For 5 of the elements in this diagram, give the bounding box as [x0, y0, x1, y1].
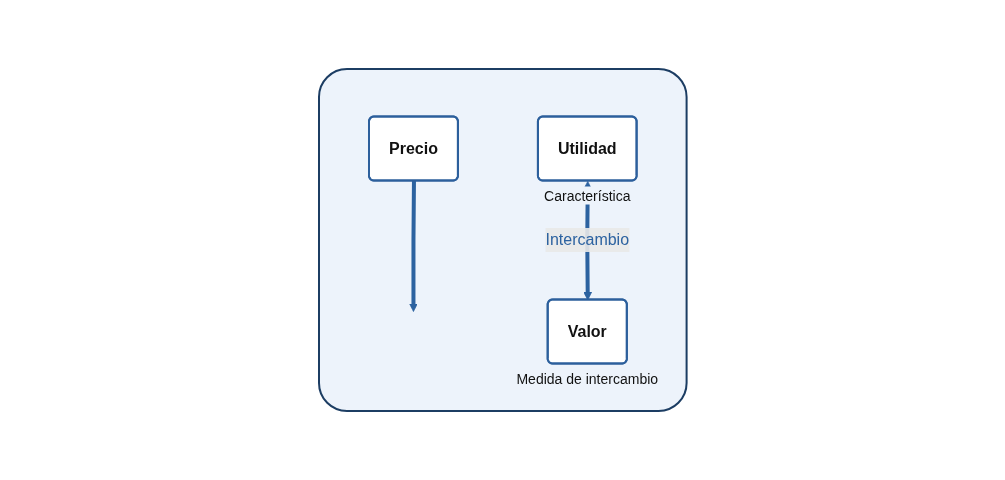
node-caption: Característica: [543, 187, 631, 204]
edge-label: Intercambio: [545, 231, 629, 248]
node-caption: Medida de intercambio: [516, 370, 658, 387]
cluster: [317, 68, 688, 412]
arrow: [408, 181, 418, 312]
